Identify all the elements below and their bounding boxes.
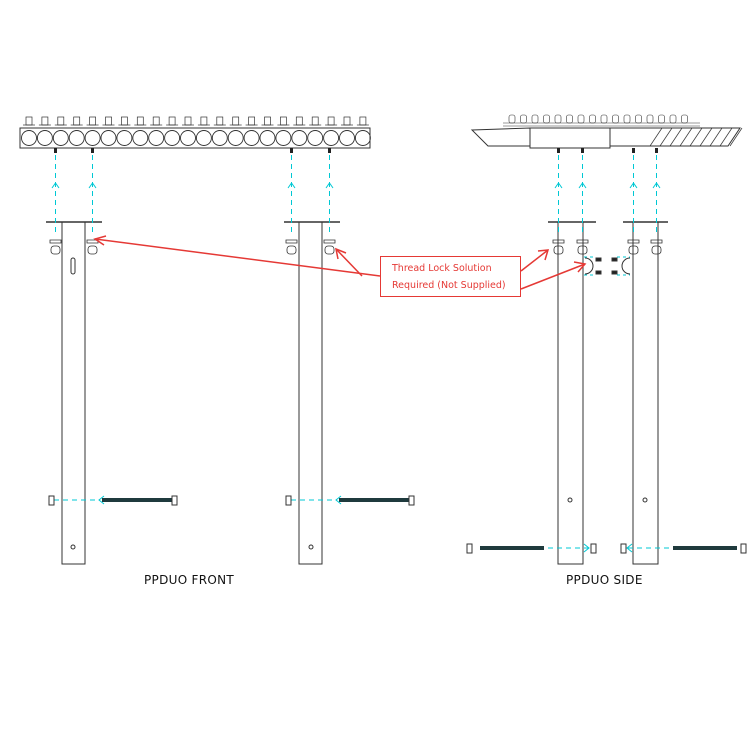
side-lamp-cap <box>577 114 585 124</box>
side-lamp-cap <box>669 114 677 124</box>
front-pole-right <box>284 221 340 565</box>
lamp-lug <box>232 116 240 126</box>
side-view-label: PPDUO SIDE <box>566 573 643 587</box>
side-lamp-cap <box>681 114 688 124</box>
lamp-ring <box>36 130 53 146</box>
lamp-ring <box>227 130 244 146</box>
lamp-lug <box>216 116 224 126</box>
front-view <box>19 116 415 565</box>
lamp-ring <box>148 130 165 146</box>
hatch-line <box>709 127 723 147</box>
lamp-ring <box>21 130 37 146</box>
side-lamp-cap <box>589 114 596 124</box>
side-fixture <box>470 114 743 149</box>
callout-line-1: Thread Lock Solution <box>392 263 492 274</box>
lamp-lug <box>343 116 351 126</box>
lamp-lug <box>121 116 128 126</box>
lamp-lug <box>73 116 81 126</box>
side-clamp-brackets <box>584 257 631 275</box>
front-view-label: PPDUO FRONT <box>144 573 235 587</box>
lamp-ring <box>323 130 340 146</box>
side-lamp-cap <box>658 114 665 124</box>
front-mount-studs <box>54 148 331 153</box>
lamp-ring <box>180 130 196 146</box>
side-view <box>466 114 747 565</box>
side-lamp-cap <box>508 114 516 124</box>
side-lamp-cap <box>600 114 608 124</box>
lamp-ring <box>116 130 133 146</box>
lamp-lug <box>359 116 367 126</box>
side-lamp-cap <box>612 114 619 124</box>
side-lamp-cap <box>520 114 527 124</box>
lamp-lug <box>105 116 112 126</box>
lamp-ring <box>132 130 149 146</box>
hatch-line <box>699 127 713 147</box>
front-cross-bolts <box>48 495 415 506</box>
side-nuts <box>552 239 663 255</box>
side-lamp-cap <box>623 114 631 124</box>
lamp-lug <box>136 116 144 126</box>
callout-line-2: Required (Not Supplied) <box>392 280 506 291</box>
hatch-line <box>729 127 743 147</box>
side-lamp-cap <box>646 114 654 124</box>
lamp-lug <box>200 116 208 126</box>
lamp-lug <box>168 116 176 126</box>
lamp-lug <box>248 116 255 126</box>
lamp-ring <box>275 130 292 146</box>
lamp-lug <box>280 116 287 126</box>
side-clamp-guides <box>584 256 630 276</box>
hatch-line <box>679 127 693 147</box>
front-guide-arrows <box>51 182 342 505</box>
side-cross-bolts <box>466 543 747 554</box>
front-guide-lines <box>54 155 337 501</box>
side-lamp-cap <box>531 114 539 124</box>
lamp-lug <box>25 116 33 126</box>
side-lamp-cap <box>635 114 642 124</box>
lamp-lug <box>311 116 319 126</box>
lamp-ring <box>52 130 69 146</box>
hatch-line <box>649 127 663 147</box>
front-lamp-row <box>21 116 371 146</box>
side-fixture-hatching <box>649 127 743 147</box>
lamp-ring <box>100 130 117 146</box>
lamp-ring <box>164 130 181 146</box>
lamp-ring <box>68 130 85 146</box>
lamp-ring <box>195 130 212 146</box>
lamp-lug <box>327 116 335 126</box>
hatch-line <box>689 127 703 147</box>
lamp-ring <box>354 130 371 146</box>
side-lamp-cap <box>566 114 573 124</box>
side-lamp-cap <box>554 114 562 124</box>
side-guide-lines <box>548 155 670 549</box>
front-pole-left <box>46 221 102 565</box>
callout-arrows <box>93 235 587 290</box>
side-pole-left <box>548 221 596 565</box>
front-fixture-bar <box>19 116 371 149</box>
lamp-lug <box>184 116 192 126</box>
lamp-ring <box>211 130 228 146</box>
side-pole-right <box>623 221 668 565</box>
lamp-lug <box>57 116 65 126</box>
lamp-ring <box>259 130 276 146</box>
hatch-line <box>669 127 683 147</box>
hatch-line <box>719 127 733 147</box>
side-lamp-row <box>508 114 688 124</box>
side-lamp-cap <box>543 114 550 124</box>
lamp-lug <box>152 116 160 126</box>
side-guide-arrows <box>554 182 661 553</box>
lamp-ring <box>291 130 308 146</box>
hatch-line <box>659 127 673 147</box>
front-nuts <box>49 239 336 255</box>
lamp-lug <box>89 116 96 126</box>
lamp-lug <box>264 116 271 126</box>
lamp-ring <box>84 130 101 146</box>
lamp-lug <box>295 116 303 126</box>
side-mount-studs <box>557 148 658 153</box>
lamp-ring <box>339 130 355 146</box>
thread-lock-callout: Thread Lock Solution Required (Not Suppl… <box>380 256 521 297</box>
lamp-ring <box>243 130 260 146</box>
lamp-ring <box>307 130 324 146</box>
lamp-lug <box>41 116 49 126</box>
